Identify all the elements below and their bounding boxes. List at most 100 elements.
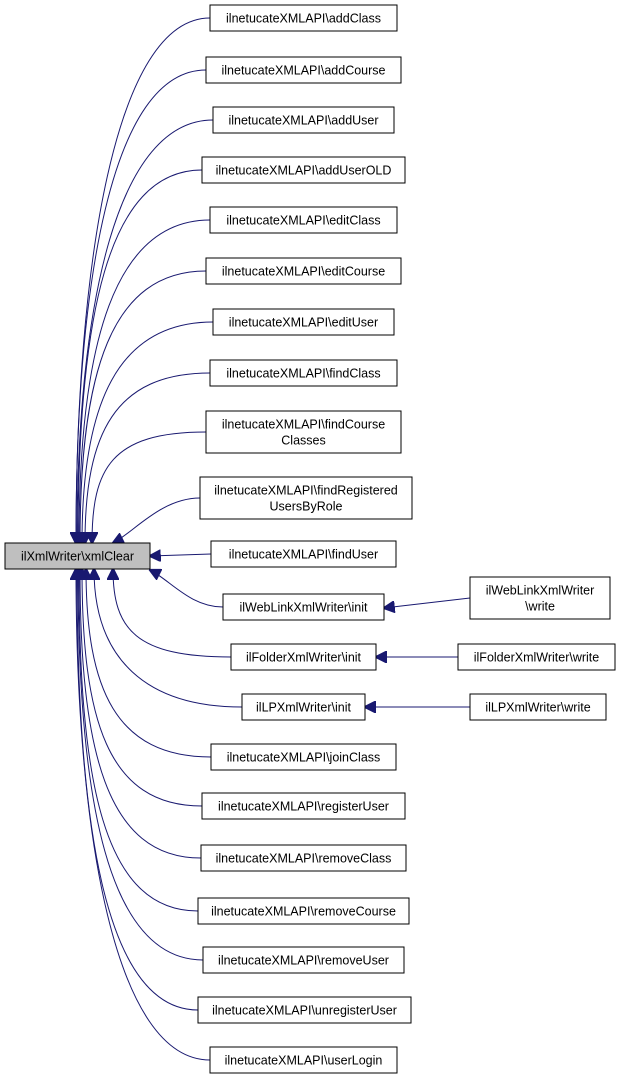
- node-box: [222, 593, 385, 621]
- node-label: ilXmlWriter\xmlClear: [21, 550, 134, 564]
- node-box: [197, 897, 410, 925]
- node-label: ilnetucateXMLAPI\removeUser: [218, 954, 389, 968]
- edge-edit-course-to-root: [80, 270, 207, 543]
- node-web-link-init[interactable]: ilWebLinkXmlWriter\init: [222, 593, 385, 621]
- edge-user-login-to-root: [76, 569, 211, 1061]
- node-remove-course[interactable]: ilnetucateXMLAPI\removeCourse: [197, 897, 410, 925]
- node-add-user-old[interactable]: ilnetucateXMLAPI\addUserOLD: [201, 156, 406, 184]
- node-remove-class[interactable]: ilnetucateXMLAPI\removeClass: [200, 844, 407, 872]
- node-label: ilnetucateXMLAPI\findCourse: [222, 418, 385, 432]
- edge-line: [77, 119, 214, 543]
- node-unregister-user[interactable]: ilnetucateXMLAPI\unregisterUser: [197, 996, 412, 1024]
- edge-unregister-user-to-root: [77, 569, 199, 1011]
- node-edit-course[interactable]: ilnetucateXMLAPI\editCourse: [205, 257, 402, 285]
- edge-remove-course-to-root: [79, 569, 199, 912]
- node-box: [205, 56, 402, 84]
- node-box: [457, 643, 616, 671]
- node-box: [210, 540, 397, 568]
- edge-line: [150, 554, 212, 556]
- edges-layer: [76, 17, 471, 1061]
- edge-line: [113, 569, 232, 658]
- node-box: [241, 693, 366, 721]
- edge-line: [113, 497, 201, 543]
- edge-line: [77, 569, 199, 1011]
- edge-remove-user-to-root: [78, 569, 204, 961]
- node-box: [469, 693, 607, 721]
- edge-find-user-to-root: [150, 554, 212, 556]
- node-label: ilFolderXmlWriter\write: [474, 651, 600, 665]
- edge-web-link-write-to-web-link-init: [384, 597, 471, 608]
- edge-join-class-to-root: [86, 569, 212, 758]
- edge-line: [76, 569, 211, 1061]
- edge-line: [79, 569, 199, 912]
- node-label: ilWebLinkXmlWriter: [486, 584, 595, 598]
- node-box: [209, 4, 398, 32]
- edge-find-class-to-root: [85, 372, 211, 543]
- node-web-link-write[interactable]: ilWebLinkXmlWriter \write: [469, 576, 611, 620]
- node-label: UsersByRole: [270, 500, 343, 514]
- node-user-login[interactable]: ilnetucateXMLAPI\userLogin: [209, 1046, 398, 1074]
- node-label: ilnetucateXMLAPI\editCourse: [222, 265, 385, 279]
- node-remove-user[interactable]: ilnetucateXMLAPI\removeUser: [202, 946, 405, 974]
- edge-edit-user-to-root: [82, 321, 214, 543]
- node-find-user[interactable]: ilnetucateXMLAPI\findUser: [210, 540, 397, 568]
- node-join-class[interactable]: ilnetucateXMLAPI\joinClass: [210, 743, 397, 771]
- node-label: ilnetucateXMLAPI\addCourse: [222, 64, 386, 78]
- node-add-class[interactable]: ilnetucateXMLAPI\addClass: [209, 4, 398, 32]
- node-box: [205, 257, 402, 285]
- node-find-class[interactable]: ilnetucateXMLAPI\findClass: [209, 359, 398, 387]
- edge-line: [92, 431, 207, 543]
- node-add-user[interactable]: ilnetucateXMLAPI\addUser: [212, 106, 395, 134]
- node-lp-init[interactable]: ilLPXmlWriter\init: [241, 693, 366, 721]
- edge-line: [76, 17, 211, 543]
- node-box: [197, 996, 412, 1024]
- node-box: [209, 359, 398, 387]
- node-box: [209, 1046, 398, 1074]
- edge-register-user-to-root: [82, 569, 203, 807]
- node-label: ilnetucateXMLAPI\registerUser: [218, 800, 389, 814]
- edge-add-user-old-to-root: [78, 169, 203, 543]
- edge-line: [76, 69, 207, 543]
- node-label: ilFolderXmlWriter\init: [246, 651, 362, 665]
- node-box: [210, 743, 397, 771]
- edge-lp-init-to-root: [94, 569, 243, 708]
- edge-add-course-to-root: [76, 69, 207, 543]
- edge-find-course-classes-to-root: [92, 431, 207, 543]
- node-edit-user[interactable]: ilnetucateXMLAPI\editUser: [212, 308, 395, 336]
- node-register-user[interactable]: ilnetucateXMLAPI\registerUser: [201, 792, 406, 820]
- node-label: ilnetucateXMLAPI\unregisterUser: [212, 1004, 397, 1018]
- node-label: ilnetucateXMLAPI\userLogin: [225, 1054, 383, 1068]
- node-add-course[interactable]: ilnetucateXMLAPI\addCourse: [205, 56, 402, 84]
- node-label: ilnetucateXMLAPI\joinClass: [227, 751, 381, 765]
- node-label: ilnetucateXMLAPI\editUser: [229, 316, 378, 330]
- node-box: [212, 308, 395, 336]
- node-label: Classes: [281, 434, 325, 448]
- edge-line: [79, 219, 211, 543]
- node-box: [202, 946, 405, 974]
- node-label: ilnetucateXMLAPI\removeClass: [216, 852, 392, 866]
- node-label: ilnetucateXMLAPI\findClass: [226, 367, 380, 381]
- edge-line: [150, 570, 224, 608]
- node-label: ilWebLinkXmlWriter\init: [239, 601, 368, 615]
- node-label: ilnetucateXMLAPI\editClass: [226, 214, 380, 228]
- node-label: ilLPXmlWriter\write: [485, 701, 590, 715]
- node-label: ilnetucateXMLAPI\findUser: [229, 548, 378, 562]
- root-node-root[interactable]: ilXmlWriter\xmlClear: [4, 542, 151, 570]
- node-label: ilnetucateXMLAPI\removeCourse: [211, 905, 396, 919]
- edge-find-registered-users-by-role-to-root: [113, 497, 201, 543]
- node-box: [205, 410, 402, 454]
- edge-line: [82, 321, 214, 543]
- node-folder-init[interactable]: ilFolderXmlWriter\init: [230, 643, 377, 671]
- node-lp-write[interactable]: ilLPXmlWriter\write: [469, 693, 607, 721]
- node-label: \write: [525, 600, 555, 614]
- node-find-registered-users-by-role[interactable]: ilnetucateXMLAPI\findRegisteredUsersByRo…: [199, 476, 413, 520]
- node-label: ilnetucateXMLAPI\addClass: [226, 12, 381, 26]
- node-edit-class[interactable]: ilnetucateXMLAPI\editClass: [209, 206, 398, 234]
- edge-edit-class-to-root: [79, 219, 211, 543]
- nodes-layer: ilXmlWriter\xmlClear ilnetucateXMLAPI\add…: [4, 4, 616, 1074]
- node-folder-write[interactable]: ilFolderXmlWriter\write: [457, 643, 616, 671]
- edge-line: [78, 569, 204, 961]
- edge-line: [80, 569, 202, 859]
